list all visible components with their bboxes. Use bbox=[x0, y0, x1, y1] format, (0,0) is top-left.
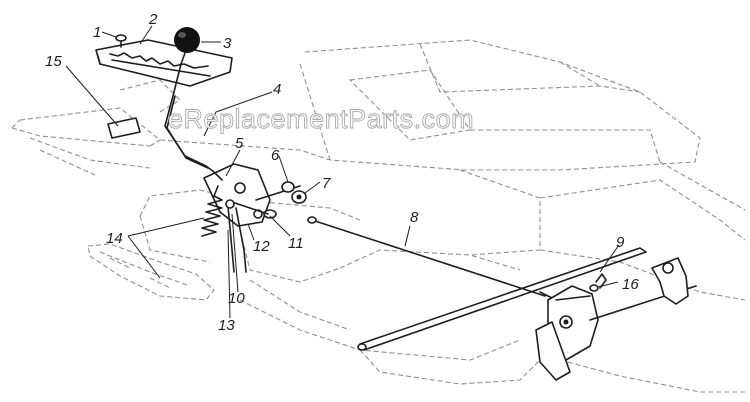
watermark: eReplacementParts.com bbox=[168, 104, 474, 134]
callout-11: 11 bbox=[288, 235, 304, 252]
callout-7: 7 bbox=[322, 175, 331, 192]
transmission-arm bbox=[535, 273, 607, 381]
mower-body-outline bbox=[11, 39, 746, 393]
shift-lever bbox=[164, 63, 215, 173]
callout-5: 5 bbox=[235, 135, 244, 152]
callout-12: 12 bbox=[253, 238, 270, 255]
spring bbox=[201, 185, 223, 237]
callout-10: 10 bbox=[228, 290, 245, 307]
callout-labels: 1 2 3 4 5 6 7 8 9 10 11 12 13 14 15 16 bbox=[45, 11, 639, 334]
callout-6: 6 bbox=[271, 147, 280, 164]
callout-9: 9 bbox=[616, 234, 625, 251]
callout-2: 2 bbox=[148, 11, 158, 28]
callout-3: 3 bbox=[223, 35, 232, 52]
shift-rod bbox=[307, 216, 557, 301]
bolt-assembly bbox=[255, 181, 307, 204]
callout-16: 16 bbox=[622, 276, 639, 293]
cross-shaft bbox=[357, 247, 647, 351]
callout-1: 1 bbox=[93, 24, 101, 41]
callout-15: 15 bbox=[45, 53, 62, 70]
callout-8: 8 bbox=[410, 209, 419, 226]
shift-plate bbox=[95, 39, 233, 87]
leader-lines bbox=[65, 25, 620, 319]
screw bbox=[115, 34, 127, 48]
transaxle-arm bbox=[589, 257, 697, 321]
link-nut bbox=[231, 201, 277, 219]
callout-13: 13 bbox=[218, 317, 235, 334]
callout-14: 14 bbox=[106, 230, 123, 247]
callout-4: 4 bbox=[273, 81, 281, 98]
shift-knob bbox=[174, 27, 200, 65]
pivot-bracket bbox=[107, 117, 141, 139]
lower-linkage bbox=[225, 199, 247, 273]
